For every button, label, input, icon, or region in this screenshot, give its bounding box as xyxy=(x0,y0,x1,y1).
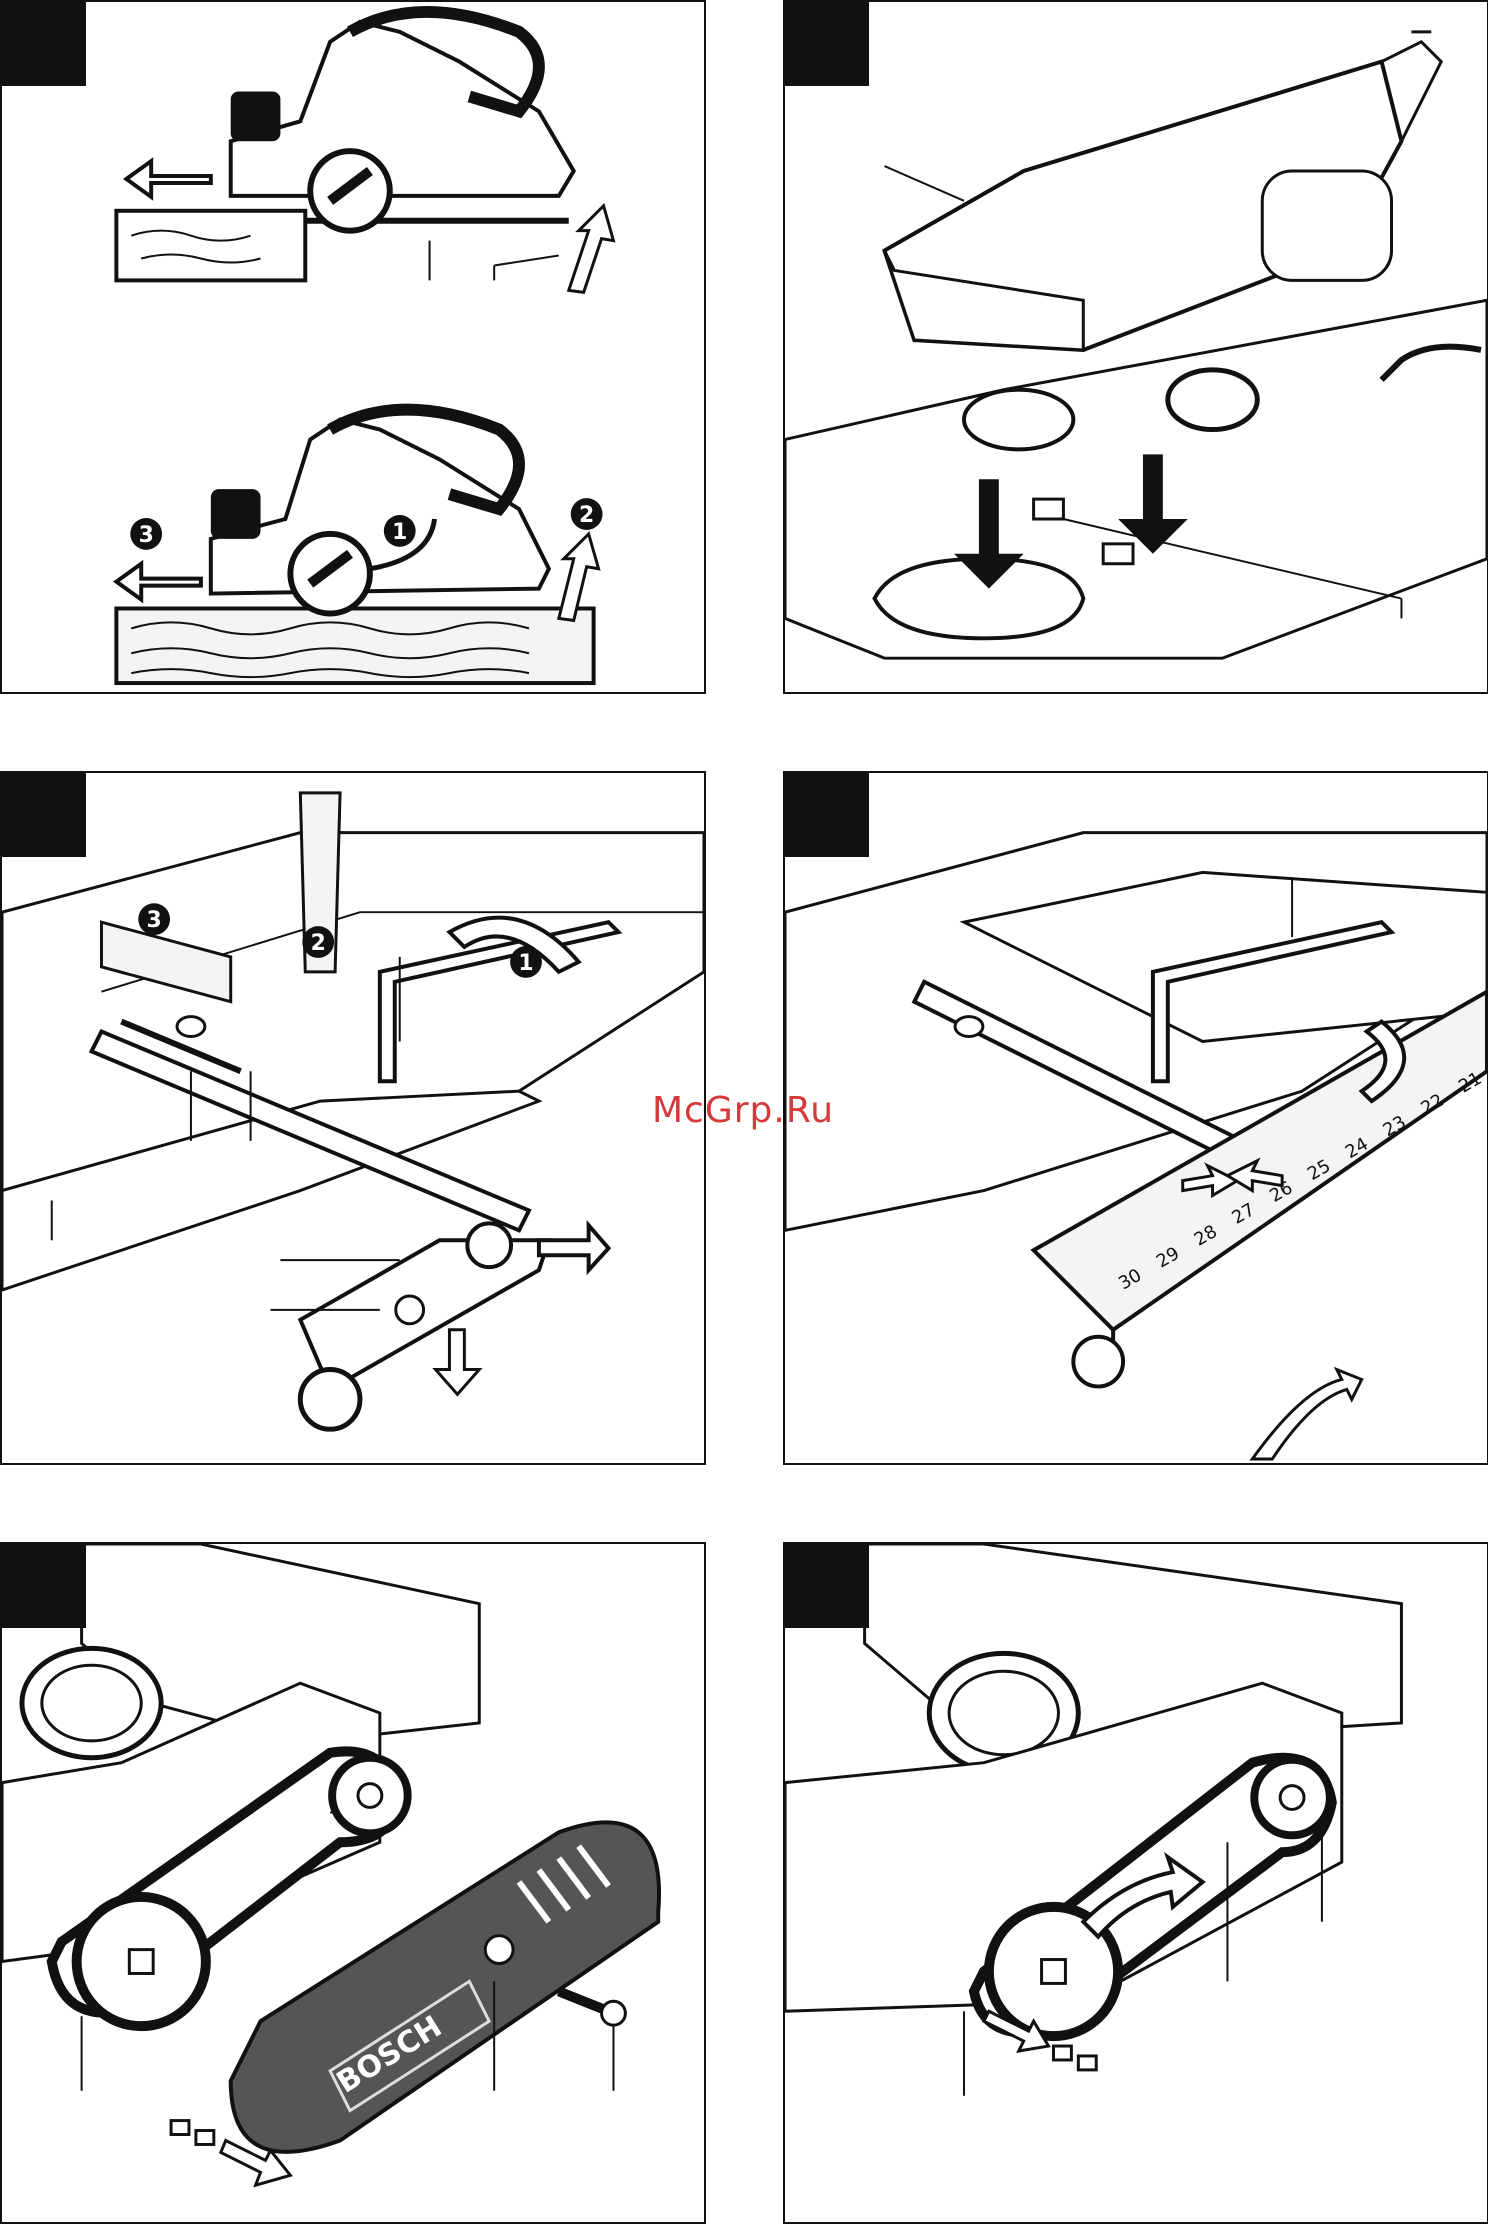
step-marker-3-label: 3 xyxy=(147,908,162,933)
figure-panel-planer-stroke: 3 1 2 xyxy=(0,0,706,694)
cover-screw xyxy=(602,2001,626,2025)
step-marker-1-label: 1 xyxy=(518,951,533,976)
figure-number-tab xyxy=(2,773,86,857)
planer-parking-illustration xyxy=(785,2,1487,692)
figure-number-tab xyxy=(2,1544,86,1628)
blade-removal-illustration: 3 2 1 xyxy=(2,773,704,1463)
figure-panel-blade-removal: 3 2 1 xyxy=(0,771,706,1465)
figure-number-tab xyxy=(785,2,869,86)
lift-arrow-upper xyxy=(569,206,614,292)
planer-stroke-illustration: 3 1 2 xyxy=(2,2,704,692)
belt-cover-illustration: BOSCH xyxy=(2,1544,704,2222)
arrow-left-lower xyxy=(116,564,201,600)
clamping-lever xyxy=(300,1240,549,1389)
blade-setting-illustration: 30 29 28 27 26 25 24 23 22 21 xyxy=(785,773,1487,1463)
wood-board-upper xyxy=(116,211,305,281)
figure-number-tab xyxy=(2,2,86,86)
blade-screw xyxy=(177,1017,205,1037)
figure-panel-planer-parking xyxy=(783,0,1488,694)
belt-install-illustration xyxy=(785,1544,1487,2222)
depth-knob-lower xyxy=(211,489,261,539)
figure-panel-belt-cover: BOSCH xyxy=(0,1542,706,2224)
figure-number-tab xyxy=(785,1544,869,1628)
step-marker-2-label: 2 xyxy=(579,503,594,528)
chip-outlet xyxy=(1168,370,1257,430)
step-marker-2-label: 2 xyxy=(311,931,326,956)
step-marker-3-label: 3 xyxy=(139,523,154,548)
depth-knob-upper xyxy=(231,91,281,141)
figure-panel-blade-setting: 30 29 28 27 26 25 24 23 22 21 xyxy=(783,771,1488,1465)
watermark-text: McGrp.Ru xyxy=(652,1090,834,1131)
figure-number-tab xyxy=(785,773,869,857)
figure-panel-belt-install xyxy=(783,1542,1488,2224)
parking-foot xyxy=(964,390,1073,450)
arrow-left-upper xyxy=(126,161,211,197)
step-marker-1-label: 1 xyxy=(392,520,407,545)
